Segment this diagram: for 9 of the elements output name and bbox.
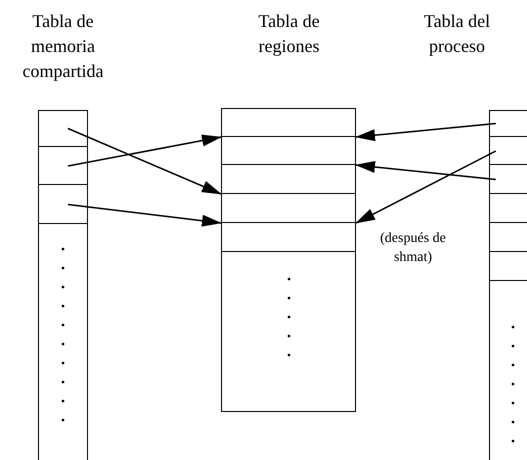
table-heading: Tabla de memoria compartida [22,10,104,83]
arrow [355,150,496,224]
table-heading: Tabla de regiones [257,10,321,58]
arrow [68,128,222,195]
table-heading: Tabla del proceso [422,10,492,58]
arrow [355,161,496,180]
arrow [355,122,496,142]
arrow [68,134,222,167]
arrow [68,204,222,227]
